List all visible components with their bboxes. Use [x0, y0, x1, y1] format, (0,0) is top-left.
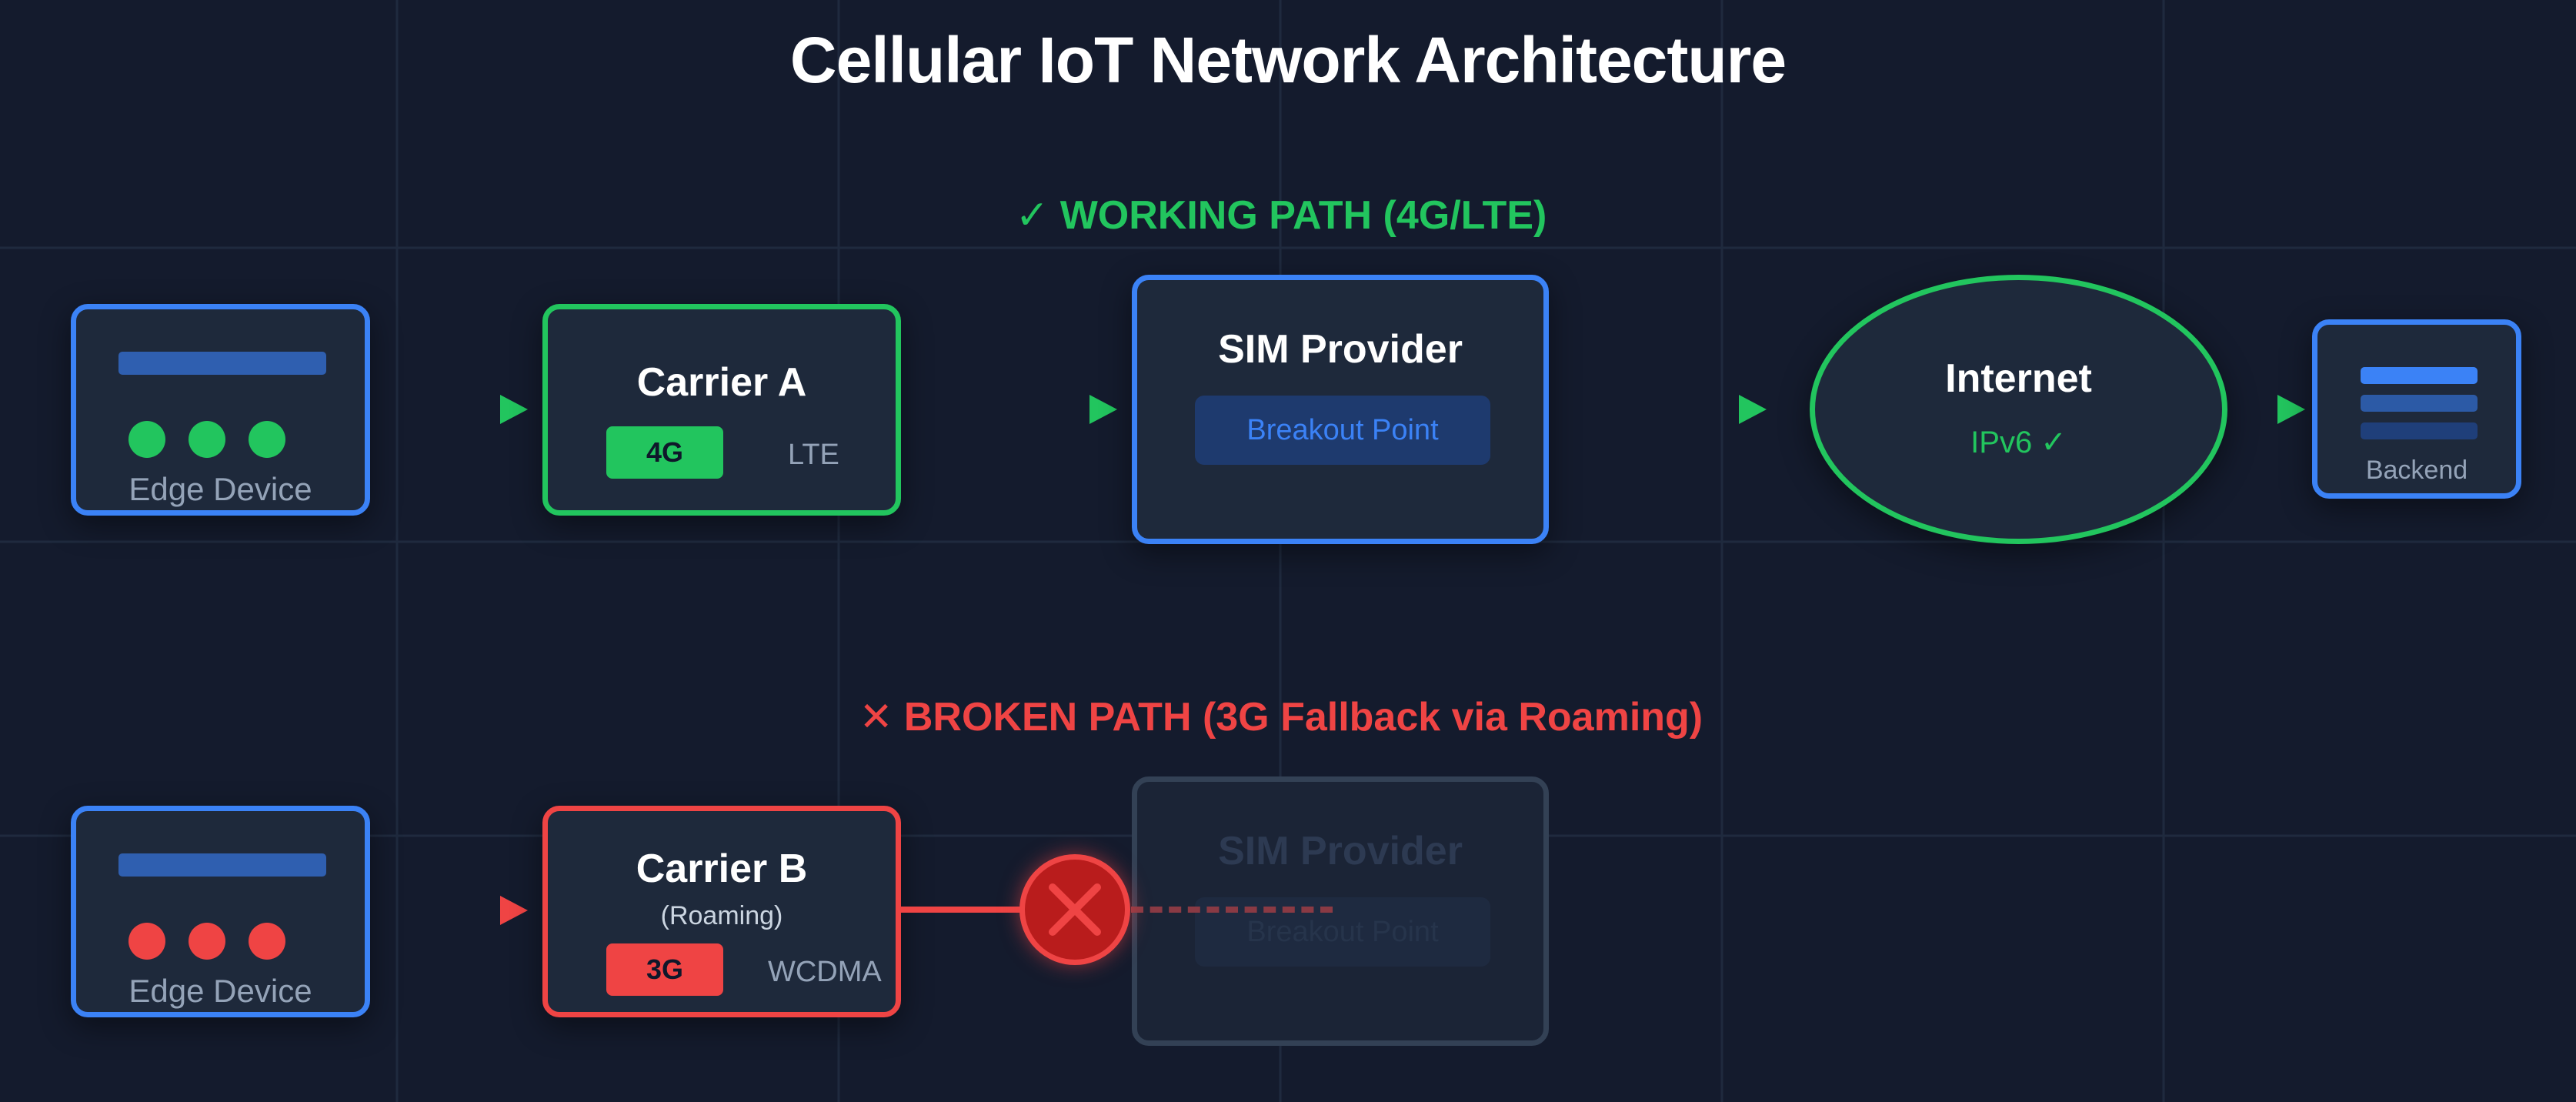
internet-node: Internet IPv6 ✓: [1810, 275, 2227, 544]
x-circle-icon: [1019, 854, 1130, 965]
server-rack-icon: [2361, 367, 2478, 384]
flow-arrow-icon: [1739, 395, 1767, 424]
device-screen-bar: [118, 352, 326, 375]
led-dot: [128, 923, 165, 960]
led-dot: [249, 923, 285, 960]
roaming-label: (Roaming): [660, 901, 783, 930]
broken-path-heading: ✕ BROKEN PATH (3G Fallback via Roaming): [859, 695, 1703, 740]
carrier-title: Carrier A: [636, 360, 807, 405]
network-badge-4g: 4G: [606, 426, 723, 479]
connection-line: [897, 907, 1024, 913]
breakout-point-box: Breakout Point: [1195, 396, 1490, 465]
flow-arrow-icon: [1089, 395, 1117, 424]
carrier-a-node: Carrier A 4G LTE: [542, 304, 901, 516]
ipv6-status: IPv6 ✓: [1970, 426, 2067, 459]
led-dot: [249, 421, 285, 458]
flow-arrow-icon: [500, 395, 528, 424]
dashed-broken-link: [1131, 907, 1333, 913]
led-dot: [189, 421, 225, 458]
status-leds: [128, 421, 285, 458]
flow-arrow-icon: [500, 896, 528, 925]
sim-provider-title: SIM Provider: [1218, 829, 1463, 873]
diagram-title: Cellular IoT Network Architecture: [789, 24, 1787, 96]
working-path-heading: ✓ WORKING PATH (4G/LTE): [1015, 193, 1547, 238]
close-icon: [1049, 883, 1101, 936]
backend-node: Backend: [2312, 319, 2521, 499]
network-badge-3g: 3G: [606, 943, 723, 996]
led-dot: [189, 923, 225, 960]
network-tech-label: WCDMA: [768, 956, 882, 988]
carrier-title: Carrier B: [636, 847, 808, 891]
edge-device-working: Edge Device: [71, 304, 370, 516]
server-rack-icon: [2361, 422, 2478, 439]
device-label: Edge Device: [128, 471, 312, 507]
edge-device-broken: Edge Device: [71, 806, 370, 1017]
flow-arrow-icon: [2277, 395, 2305, 424]
server-rack-icon: [2361, 395, 2478, 412]
sim-provider-node: SIM Provider Breakout Point: [1132, 275, 1549, 544]
status-leds: [128, 923, 285, 960]
backend-label: Backend: [2365, 456, 2468, 485]
device-screen-bar: [118, 853, 326, 877]
carrier-b-node: Carrier B (Roaming) 3G WCDMA: [542, 806, 901, 1017]
internet-title: Internet: [1945, 356, 2092, 401]
sim-provider-title: SIM Provider: [1218, 327, 1463, 372]
led-dot: [128, 421, 165, 458]
network-tech-label: LTE: [788, 439, 839, 471]
device-label: Edge Device: [128, 973, 312, 1009]
